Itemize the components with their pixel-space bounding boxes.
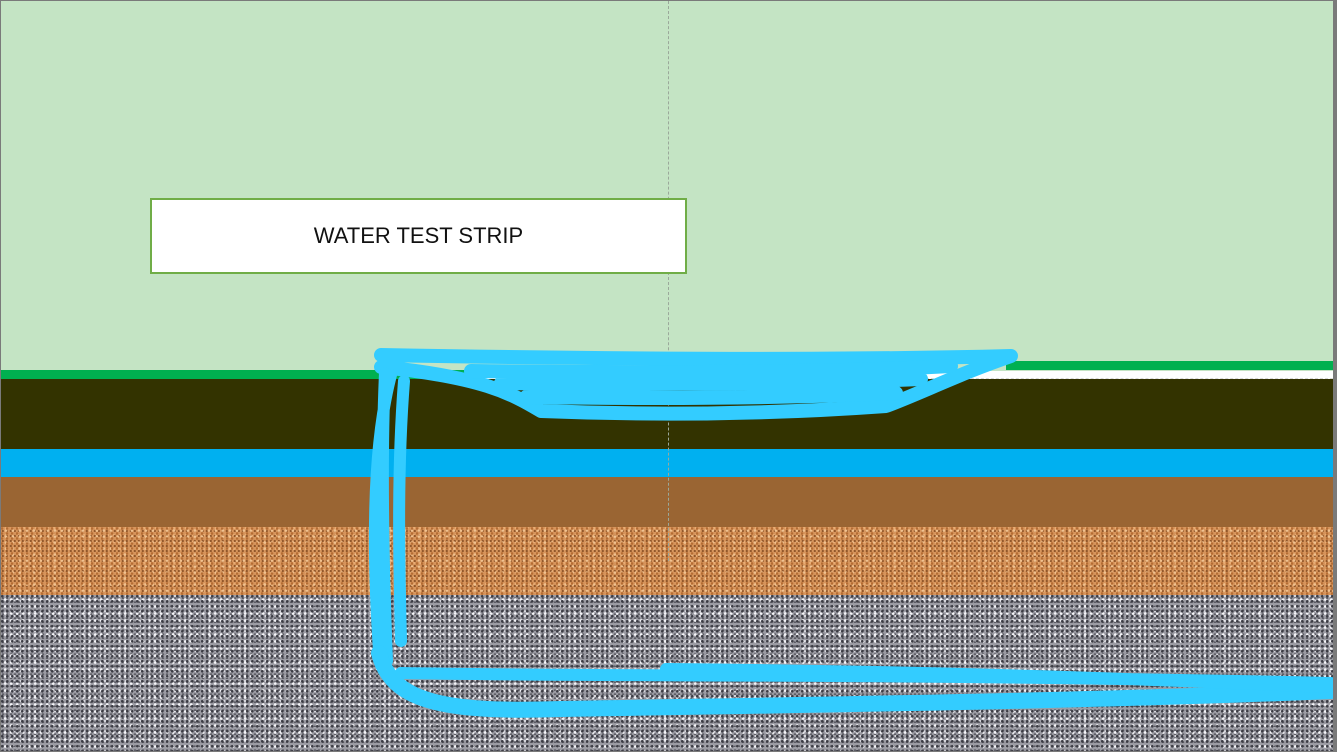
vertical-guide-line — [668, 1, 669, 561]
grass-strip-left — [1, 370, 466, 379]
water-test-strip-label: WATER TEST STRIP — [150, 198, 687, 274]
ink-stroke-well-pipe — [368, 367, 410, 667]
ink-stroke-pond-fill — [464, 359, 958, 405]
sand-layer — [1, 527, 1333, 595]
ink-stroke-pond — [374, 348, 1018, 421]
aquifer-layer — [1, 449, 1333, 477]
horizontal-guide-line — [906, 378, 1333, 379]
grass-strip-right — [1006, 361, 1333, 370]
ink-stroke-bottom — [371, 645, 1333, 718]
ink-stroke-bottom-fill — [395, 663, 1333, 693]
sky-layer — [1, 1, 1333, 371]
clay-layer — [1, 477, 1333, 527]
